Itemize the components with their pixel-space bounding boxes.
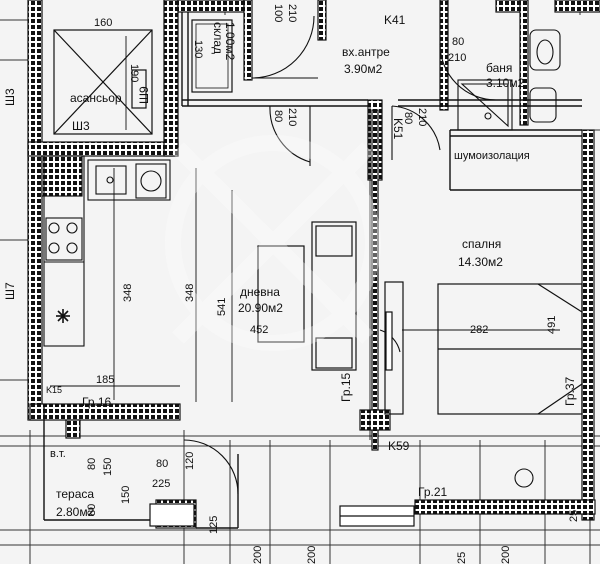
tag-k41: K41 (384, 13, 406, 27)
tag-w3a: Ш3 (3, 88, 17, 106)
dim-120: 120 (184, 451, 196, 470)
vt-label: в.т. (50, 448, 66, 460)
bedroom-name: спалня (462, 237, 502, 251)
dim-190: 190 (128, 64, 140, 83)
dim-80f: 80 (86, 503, 98, 516)
living-name: дневна (240, 285, 280, 299)
tag-w9: Ш9 (137, 86, 151, 104)
dim-200c: 200 (500, 545, 512, 564)
living-area: 20.90м2 (238, 301, 283, 315)
dim-100: 100 (272, 4, 284, 23)
dim-25a: 25 (456, 551, 468, 564)
entrance-area: 3.90м2 (344, 62, 383, 76)
dim-160: 160 (94, 17, 113, 29)
tag-k59: K59 (388, 439, 410, 453)
tag-gr16: Гр.16 (82, 395, 112, 409)
dim-348a: 348 (122, 283, 134, 302)
noise-insulation-label: шумоизолация (454, 150, 530, 162)
dim-25b: 25 (568, 509, 580, 522)
dim-210b: 210 (448, 52, 467, 64)
dim-210c: 210 (286, 108, 298, 127)
dim-282: 282 (470, 324, 489, 336)
tag-w3b: Ш3 (72, 119, 90, 133)
dim-150b: 150 (120, 485, 132, 504)
dim-80a: 80 (452, 36, 465, 48)
terrace-area: 2.80м2 (56, 505, 95, 519)
dim-130: 130 (192, 40, 204, 59)
watermark-logo (165, 135, 381, 351)
bath-name: баня (486, 61, 513, 75)
tag-gr37: Гр.37 (563, 376, 577, 406)
dim-491: 491 (546, 315, 558, 334)
tag-gr15: Гр.15 (339, 372, 353, 402)
dim-452: 452 (250, 324, 269, 336)
bedroom-area: 14.30м2 (458, 255, 503, 269)
dim-150a: 150 (102, 457, 114, 476)
dim-80d: 80 (86, 457, 98, 470)
tag-w7: Ш7 (3, 282, 17, 300)
closet-area: 1.00м2 (223, 22, 237, 61)
dim-541: 541 (216, 297, 228, 316)
dim-210d: 210 (416, 108, 428, 127)
dim-80c: 80 (402, 112, 414, 125)
dim-348b: 348 (184, 283, 196, 302)
dim-200a: 200 (252, 545, 264, 564)
dim-125: 125 (208, 515, 220, 534)
entrance-name: вх.антре (342, 45, 390, 59)
elevator-label: асансьор (70, 91, 122, 105)
dim-80b: 80 (272, 110, 284, 123)
dim-200b: 200 (306, 545, 318, 564)
terrace-name: тераса (56, 487, 95, 501)
tag-gr21: Гр.21 (418, 485, 448, 499)
dim-80e: 80 (156, 458, 169, 470)
bath-area: 3.10м2 (486, 76, 525, 90)
tag-k15: K15 (46, 385, 63, 395)
dim-210a: 210 (286, 4, 298, 23)
dim-185: 185 (96, 374, 115, 386)
dim-225: 225 (152, 478, 171, 490)
